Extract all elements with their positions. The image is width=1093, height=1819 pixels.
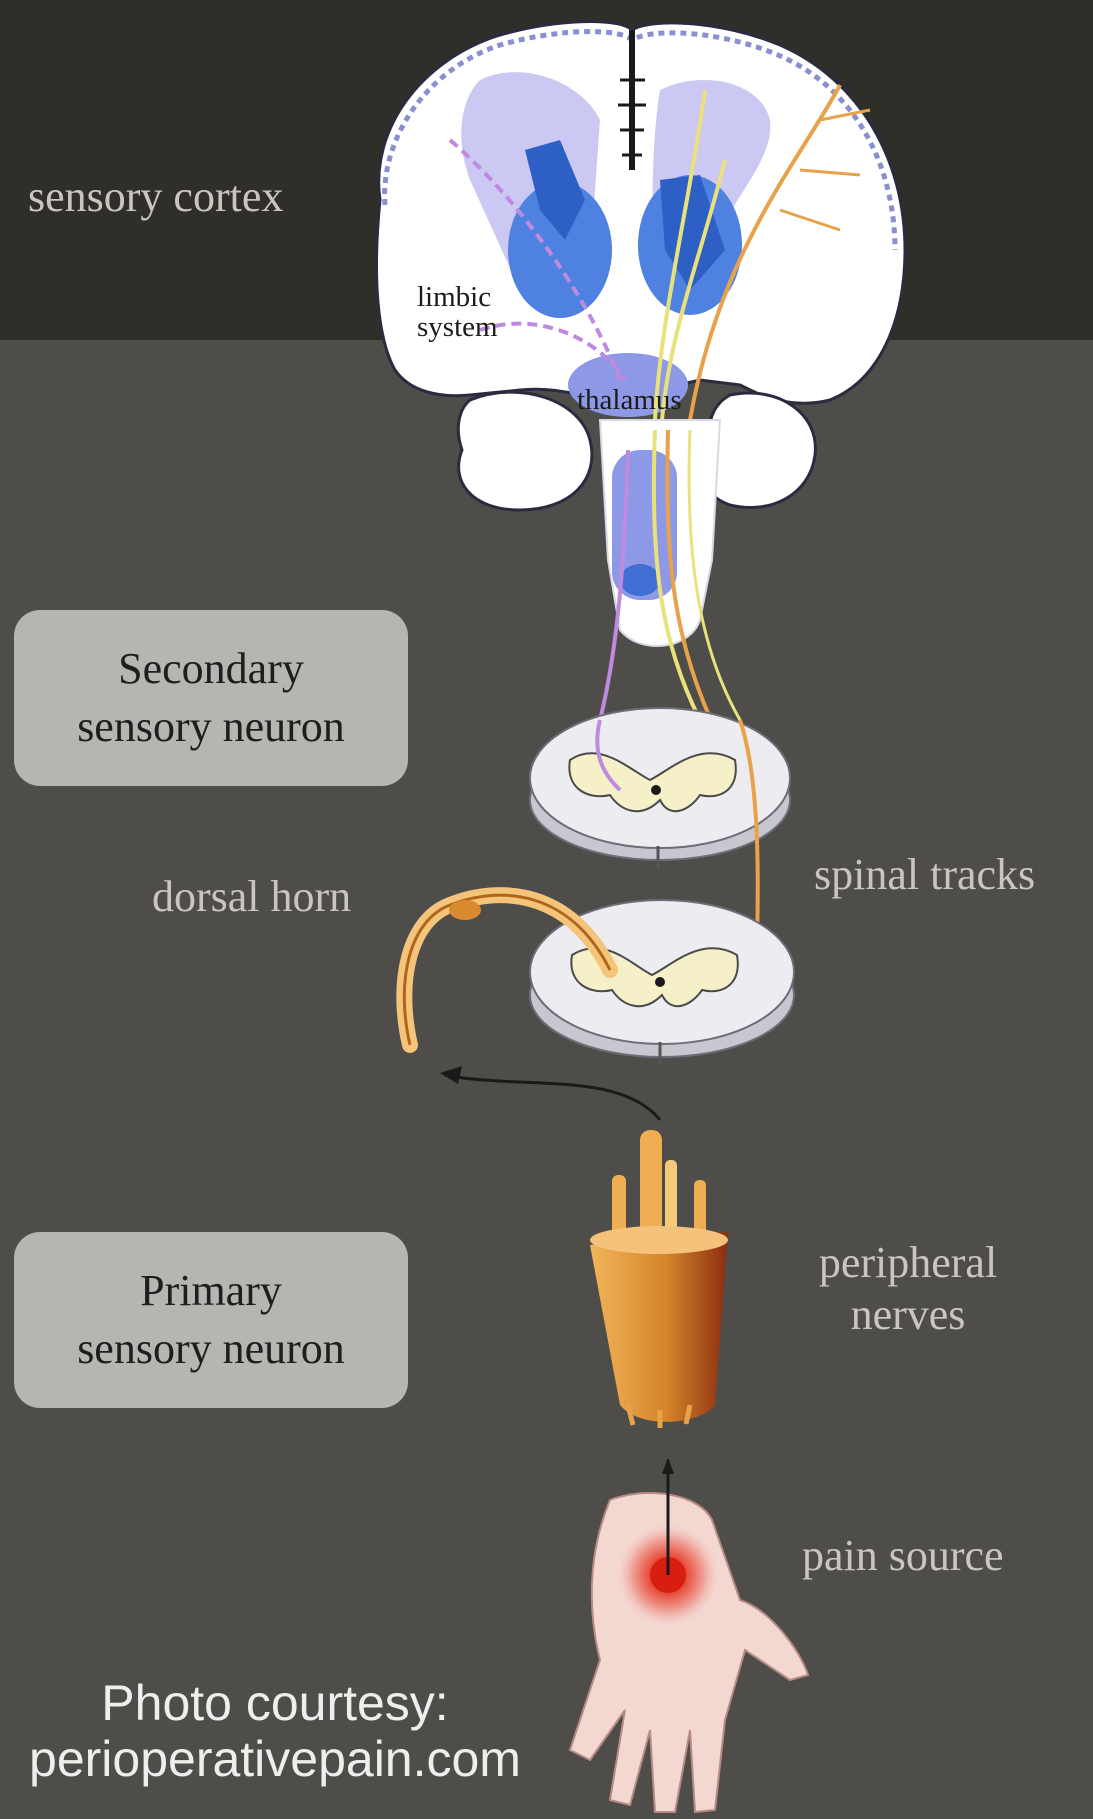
limbic-line-1: limbic [417,281,491,313]
limbic-line-2: system [417,311,498,343]
primary-sensory-neuron-box: Primary sensory neuron [14,1232,408,1408]
peripheral-line-2: nerves [798,1289,1018,1341]
limbic-system-label: limbic system [417,282,498,343]
dorsal-horn-label: dorsal horn [152,871,351,923]
hand-pain-source [570,1458,808,1812]
secondary-sensory-neuron-box: Secondary sensory neuron [14,610,408,786]
peripheral-nerve-bundle [590,1130,728,1428]
peripheral-nerves-label: peripheral nerves [798,1237,1018,1341]
primary-line-1: Primary [77,1262,345,1320]
credit-line-1: Photo courtesy: [0,1675,550,1731]
sensory-cortex-label: sensory cortex [28,171,283,223]
cerebellum-brainstem [458,392,815,740]
peripheral-line-1: peripheral [798,1237,1018,1289]
photo-credit: Photo courtesy: perioperativepain.com [0,1675,550,1787]
credit-line-2: perioperativepain.com [0,1731,550,1787]
thalamus-label: thalamus [577,385,682,415]
secondary-line-1: Secondary [77,640,345,698]
brain-coronal-section [376,22,905,420]
primary-line-2: sensory neuron [77,1320,345,1378]
secondary-line-2: sensory neuron [77,698,345,756]
spinal-tracks-label: spinal tracks [814,849,1035,901]
pain-source-label: pain source [802,1530,1004,1582]
signal-arrow [440,1066,660,1120]
spinal-cord-section-lower [404,895,794,1065]
